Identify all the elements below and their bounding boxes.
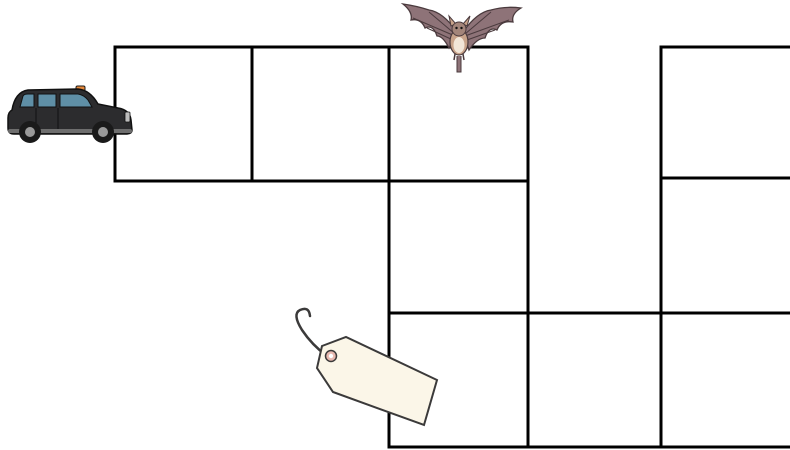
luggage-tag-icon[interactable] (296, 309, 437, 425)
taxi-icon[interactable] (8, 86, 132, 143)
grid-lines (115, 47, 790, 447)
bat-icon[interactable] (403, 4, 521, 72)
